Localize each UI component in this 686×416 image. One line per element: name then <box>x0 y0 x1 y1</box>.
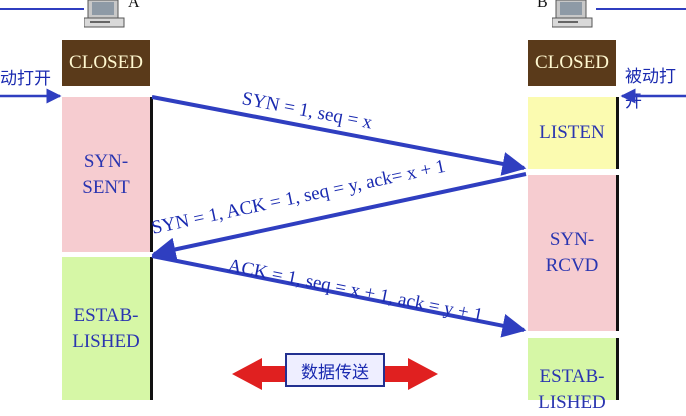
host-b-label: B <box>537 0 548 11</box>
syn-ack-arrow <box>151 172 527 262</box>
right-syn-rcvd-state: SYN- RCVD <box>528 175 616 331</box>
right-closed-state: CLOSED <box>528 40 616 86</box>
computer-b-icon <box>551 0 596 30</box>
left-syn-sent-state: SYN- SENT <box>62 97 150 252</box>
data-transfer-label: 数据传送 <box>285 353 385 387</box>
host-lines <box>0 8 686 10</box>
computer-a-icon <box>83 0 128 30</box>
right-listen-state: LISTEN <box>528 97 616 169</box>
active-open-label: 动打开 <box>0 69 51 89</box>
syn-arrow <box>151 95 527 176</box>
handshake-arrows <box>0 88 686 390</box>
left-established-state: ESTAB- LISHED <box>62 257 150 400</box>
host-a-label: A <box>128 0 140 11</box>
ack-arrow <box>151 254 527 338</box>
left-closed-state: CLOSED <box>62 40 150 86</box>
